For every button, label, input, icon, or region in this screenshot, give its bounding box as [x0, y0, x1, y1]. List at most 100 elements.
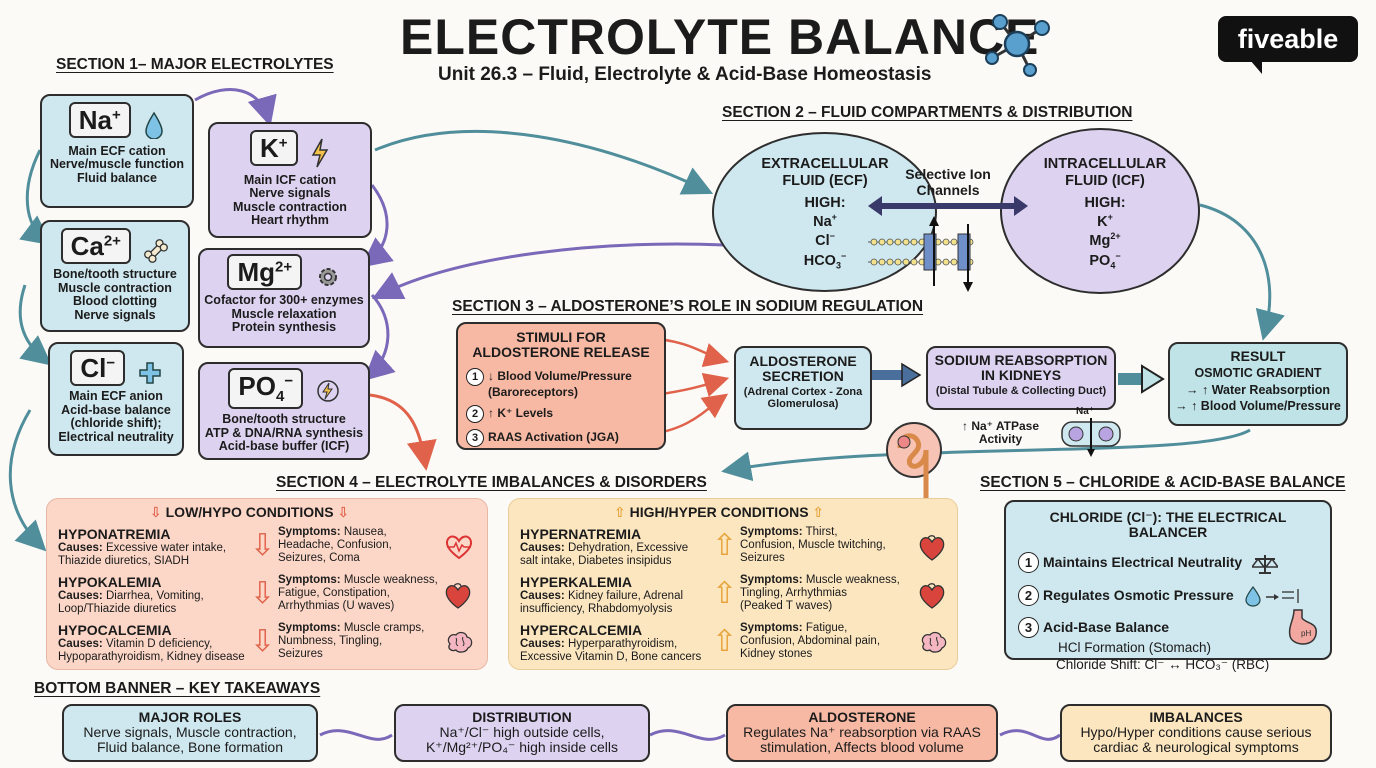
fiveable-logo[interactable]: fiveable	[1218, 16, 1358, 62]
condition-icon	[918, 534, 946, 567]
condition-causes: Causes: Diarrhea, Vomiting,Loop/Thiazide…	[58, 590, 204, 616]
icf-k: K+	[1097, 212, 1113, 230]
result-line-3: → ↑ Blood Volume/Pressure	[1175, 399, 1341, 414]
section1-title: SECTION 1– MAJOR ELECTROLYTES	[56, 56, 334, 73]
symptoms-label: Symptoms:	[740, 526, 803, 538]
banner-title: BOTTOM BANNER – KEY TAKEAWAYS	[34, 680, 321, 697]
ecf-hco3: HCO3−	[803, 250, 847, 271]
ion-channels-label: Selective Ion Channels	[896, 166, 1000, 198]
potassium-line-2: Nerve signals	[249, 186, 331, 201]
chloride-line-1: Main ECF anion	[69, 389, 163, 404]
condition-icon	[918, 630, 948, 661]
icf-labels: INTRACELLULAR FLUID (ICF) HIGH: K+ Mg2+ …	[1020, 156, 1190, 271]
down-arrow-icon: ⇩	[250, 577, 276, 610]
gear-icon	[318, 267, 337, 286]
up-arrow-icon: ⇧	[712, 577, 738, 610]
chloride-item-2: Regulates Osmotic Pressure	[1043, 586, 1234, 603]
stimulus-2: ↑ K⁺ Levels	[488, 406, 554, 421]
condition-icon	[444, 582, 472, 615]
heart-icon	[919, 535, 945, 561]
symptoms-text-2: Tingling, Arrhythmias	[740, 586, 847, 599]
secretion-detail-2: Glomerulosa)	[767, 398, 839, 411]
high-conditions-panel	[508, 498, 958, 670]
stimulus-number-1: 1	[466, 368, 484, 387]
section5-title: SECTION 5 – CHLORIDE & ACID-BASE BALANCE	[980, 474, 1346, 491]
chloride-line-3: (chloride shift);	[70, 416, 162, 431]
causes-label: Causes:	[58, 542, 103, 554]
up-arrow-icon: ⇧	[614, 504, 626, 520]
svg-text:pH: pH	[1301, 629, 1311, 638]
condition-icon	[444, 534, 474, 565]
condition-name: HYPOKALEMIA	[58, 574, 162, 590]
causes-text-2: salt intake, Diabetes insipidus	[520, 554, 672, 567]
condition-name: HYPERKALEMIA	[520, 574, 633, 590]
ecf-title-1: EXTRACELLULAR	[761, 156, 889, 172]
sodium-line-1: Main ECF cation	[68, 143, 166, 158]
symptoms-text-1: Muscle weakness,	[805, 574, 900, 586]
symptoms-text-1: Muscle weakness,	[343, 574, 438, 586]
magnesium-line-3: Protein synthesis	[231, 320, 337, 335]
kidney-nephron-icon	[886, 422, 942, 510]
symptoms-label: Symptoms:	[278, 526, 341, 538]
condition-symptoms: Symptoms: Muscle weakness,Tingling, Arrh…	[740, 574, 900, 613]
stimulus-1: ↓ Blood Volume/Pressure	[488, 369, 632, 384]
ecf-high: HIGH:	[804, 194, 846, 211]
icf-mg: Mg2+	[1089, 231, 1121, 250]
potassium-symbol: K+	[250, 130, 298, 167]
causes-text-2: Excessive Vitamin D, Bone cancers	[520, 650, 702, 663]
chloride-item-3: Acid-Base Balance	[1043, 618, 1170, 635]
page-title: ELECTROLYTE BALANCE	[400, 9, 1040, 65]
causes-label: Causes:	[58, 638, 103, 650]
causes-text-2: Thiazide diuretics, SIADH	[58, 554, 190, 567]
causes-text-1: Hyperparathyroidism,	[567, 638, 678, 650]
reabsorption-title-1: SODIUM REABSORPTION	[934, 352, 1108, 368]
result-title: RESULT	[1230, 348, 1286, 364]
causes-label: Causes:	[520, 590, 565, 602]
condition-name: HYPONATREMIA	[58, 526, 171, 542]
symptoms-text-2: Headache, Confusion,	[278, 538, 392, 551]
result-line-2: → ↑ Water Reabsorption	[1186, 382, 1330, 397]
symptoms-text-3: Seizures	[740, 551, 785, 564]
symptoms-label: Symptoms:	[740, 574, 803, 586]
chloride-symbol: Cl−	[70, 350, 126, 387]
icf-po4: PO4−	[1089, 250, 1121, 271]
symptoms-label: Symptoms:	[278, 574, 341, 586]
chloride-balance-box: CHLORIDE (Cl⁻): THE ELECTRICAL BALANCER …	[1004, 500, 1332, 672]
symptoms-text-1: Nausea,	[343, 526, 387, 538]
causes-text-2: insufficiency, Rhabdomyolysis	[520, 602, 673, 615]
sodium-pump-icon	[1061, 418, 1121, 457]
low-conditions-panel	[46, 498, 488, 670]
aldosterone-secretion-box: ALDOSTERONE SECRETION (Adrenal Cortex - …	[734, 346, 872, 430]
symptoms-text-3: Kidney stones	[740, 647, 813, 660]
brain-icon	[447, 631, 473, 653]
condition-symptoms: Symptoms: Muscle cramps,Numbness, Tingli…	[278, 622, 424, 661]
stimuli-title-1: STIMULI FOR	[516, 329, 606, 345]
symptoms-label: Symptoms:	[740, 622, 803, 634]
causes-text-1: Excessive water intake,	[105, 542, 227, 554]
symptoms-text-3: (Peaked T waves)	[740, 599, 833, 612]
bone-icon	[144, 238, 169, 263]
secretion-title-1: ALDOSTERONE	[749, 353, 857, 369]
atpase-label: ↑ Na⁺ ATPase Activity	[962, 419, 1039, 446]
stimulus-3: RAAS Activation (JGA)	[488, 430, 619, 445]
banner-card-line-2: Fluid balance, Bone formation	[97, 739, 283, 756]
banner-card-line-1: Regulates Na⁺ reabsorption via RAAS	[743, 724, 981, 741]
condition-name: HYPERNATREMIA	[520, 526, 642, 542]
item-number-3: 3	[1018, 616, 1039, 638]
lightning-icon	[311, 138, 329, 168]
condition-name: HYPOCALCEMIA	[58, 622, 172, 638]
banner-card-title: DISTRIBUTION	[472, 709, 572, 725]
causes-text-1: Dehydration, Excessive	[567, 542, 689, 554]
causes-text-1: Kidney failure, Adrenal	[567, 590, 684, 602]
up-arrow-icon: ⇧	[812, 504, 825, 520]
brain-icon	[921, 631, 947, 653]
causes-label: Causes:	[58, 590, 103, 602]
result-line-1: OSMOTIC GRADIENT	[1194, 366, 1322, 381]
calcium-line-1: Bone/tooth structure	[53, 267, 177, 282]
section2-title: SECTION 2 – FLUID COMPARTMENTS & DISTRIB…	[722, 104, 1133, 121]
causes-label: Causes:	[520, 638, 565, 650]
